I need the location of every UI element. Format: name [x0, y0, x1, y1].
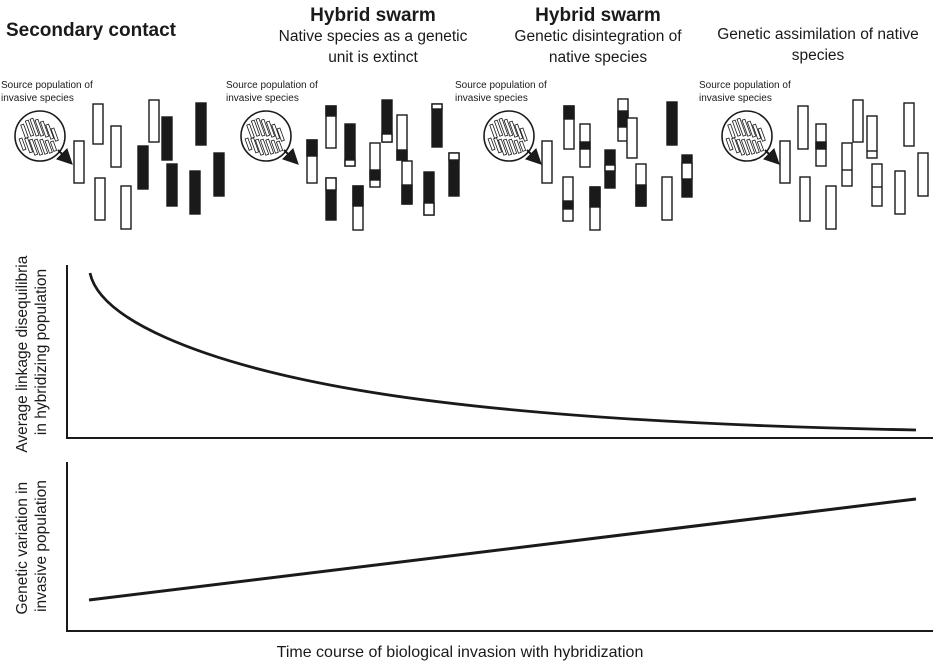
stage-3-heading: Hybrid swarm	[535, 5, 661, 26]
stage-4-illustration	[721, 99, 929, 230]
stage-3-chromosomes	[541, 98, 693, 231]
genetic-variation-line	[88, 497, 917, 602]
top-panel-ylabel: Average linkage disequilibria in hybridi…	[14, 251, 50, 452]
bottom-panel-ylabel-text-line2: invasive population	[33, 480, 50, 612]
top-panel: Average linkage disequilibria in hybridi…	[14, 251, 933, 453]
x-axis-label-text: Time course of biological invasion with …	[277, 644, 644, 661]
bottom-panel-ylabel-text: Genetic variation in	[14, 482, 31, 615]
stage-1-heading: Secondary contact	[6, 20, 176, 41]
stage-1-illustration	[14, 99, 225, 230]
stage-4-subtitle: Genetic assimilation of native species	[714, 24, 922, 66]
stage-4-chromosomes	[779, 99, 929, 230]
stage-3-source-circle	[483, 110, 535, 162]
top-panel-ylabel-text: Average linkage disequilibria	[14, 255, 31, 452]
stage-2-illustration	[240, 99, 460, 231]
stage-2-heading: Hybrid swarm	[310, 5, 436, 26]
stage-3-subtitle: Genetic disintegration of native species	[496, 26, 700, 68]
stage-1-chromosomes	[73, 99, 225, 230]
stage-3-title: Hybrid swarm Genetic disintegration of n…	[496, 5, 700, 68]
stage-1-source-circle	[14, 110, 66, 162]
bottom-panel: Genetic variation in invasive population	[14, 462, 933, 632]
source-label-2: Source population of invasive species	[226, 80, 318, 104]
top-panel-ylabel-text-line2: in hybridizing population	[33, 269, 50, 435]
population-illustration	[14, 98, 929, 231]
stage-2-chromosomes	[306, 99, 460, 231]
stage-4-source-circle	[721, 110, 773, 162]
source-label-1: Source population of invasive species	[1, 80, 93, 104]
stage-2-title: Hybrid swarm Native species as a genetic…	[268, 5, 478, 68]
stage-3-subtitle-text: Genetic disintegration of native species	[514, 28, 682, 66]
stage-4-title: Genetic assimilation of native species	[714, 24, 922, 66]
stage-4-subtitle-text: Genetic assimilation of native species	[717, 26, 919, 64]
bottom-panel-ylabel: Genetic variation in invasive population	[14, 478, 50, 615]
linkage-disequilibria-curve	[88, 272, 917, 432]
stage-3-illustration	[483, 98, 693, 231]
x-axis-label: Time course of biological invasion with …	[277, 644, 644, 661]
stage-2-subtitle: Native species as a genetic unit is exti…	[268, 26, 478, 68]
source-label-4: Source population of invasive species	[699, 80, 791, 104]
source-label-3: Source population of invasive species	[455, 80, 547, 104]
stage-2-subtitle-text: Native species as a genetic unit is exti…	[278, 28, 468, 66]
stage-2-source-circle	[240, 110, 292, 162]
stage-1-title: Secondary contact	[6, 20, 206, 41]
